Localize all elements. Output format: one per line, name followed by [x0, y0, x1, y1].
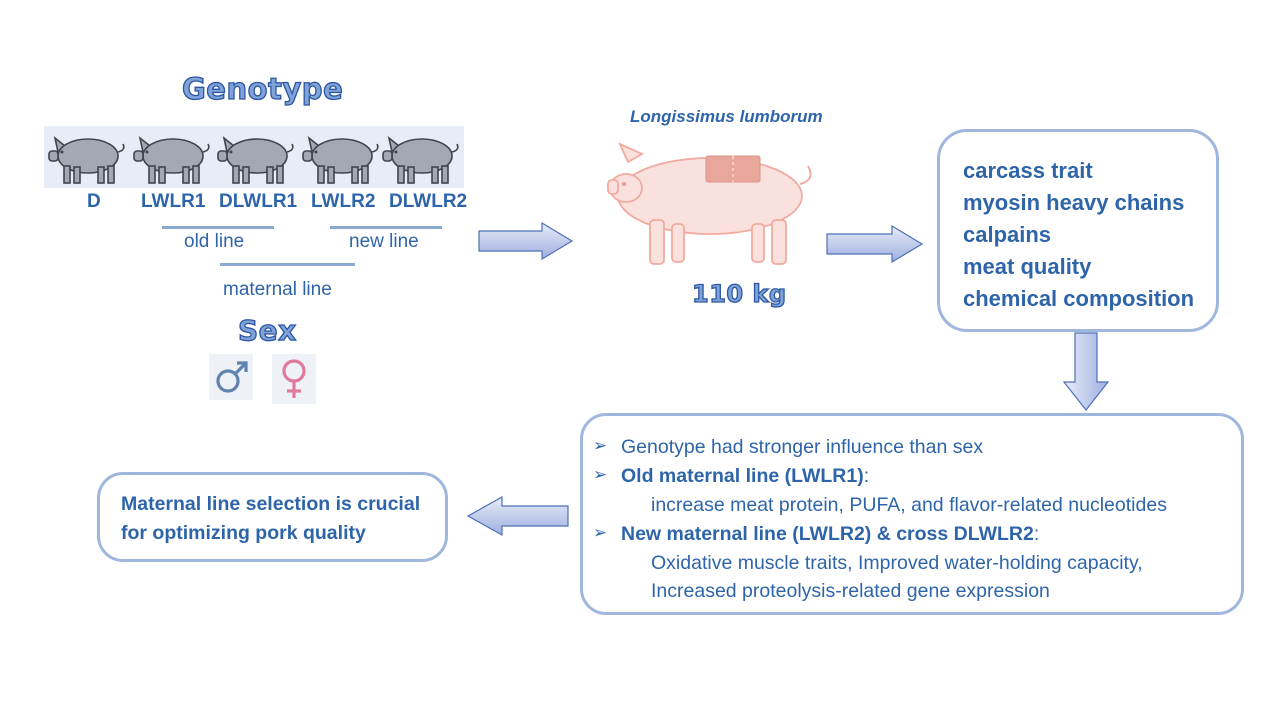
arrow-right-icon	[826, 225, 924, 263]
results-box	[580, 413, 1244, 615]
conclusion-line-1: Maternal line selection is crucial	[121, 493, 421, 515]
genotype-label-lwlr2: LWLR2	[311, 191, 376, 212]
new-line-label: new line	[349, 231, 419, 252]
new-line-bracket	[330, 226, 442, 229]
male-symbol-icon	[209, 354, 253, 400]
result-bullet-3-head: New maternal line (LWLR2) & cross DLWLR2	[621, 523, 1034, 545]
pig-carcass-icon	[607, 142, 812, 265]
bullet-arrow-icon: ➢	[593, 436, 608, 455]
result-bullet-2: Old maternal line (LWLR1):	[621, 465, 869, 488]
trait-item: carcass trait	[963, 158, 1093, 183]
trait-item: myosin heavy chains	[963, 190, 1185, 215]
arrow-down-icon	[1062, 332, 1110, 411]
muscle-label: Longissimus lumborum	[630, 107, 823, 126]
pig-icon-lwlr1	[133, 135, 210, 184]
result-bullet-2-colon: :	[863, 465, 870, 487]
weight-label: 110 kg	[691, 279, 787, 308]
genotype-label-d: D	[87, 191, 101, 212]
sex-title: Sex	[237, 313, 297, 347]
pig-icon-lwlr2	[302, 135, 379, 184]
maternal-line-label: maternal line	[223, 279, 332, 300]
result-bullet-3-detail-2: Increased proteolysis-related gene expre…	[651, 580, 1050, 602]
conclusion-line-2: for optimizing pork quality	[121, 522, 366, 544]
arrow-right-icon	[478, 222, 574, 260]
genotype-title: Genotype	[181, 71, 344, 106]
bullet-arrow-icon: ➢	[593, 523, 608, 542]
result-bullet-1: Genotype had stronger influence than sex	[621, 436, 984, 458]
arrow-left-icon	[466, 496, 569, 536]
trait-item: chemical composition	[963, 286, 1195, 311]
result-bullet-2-head: Old maternal line (LWLR1)	[621, 465, 864, 487]
trait-item: calpains	[963, 222, 1052, 247]
old-line-label: old line	[184, 231, 245, 252]
genotype-label-dlwlr2: DLWLR2	[389, 191, 468, 212]
pig-icon-dlwlr1	[217, 135, 294, 184]
conclusion-box	[97, 472, 448, 562]
trait-item: meat quality	[963, 254, 1092, 279]
maternal-line-bracket	[220, 263, 355, 266]
bullet-arrow-icon: ➢	[593, 465, 608, 484]
female-symbol-icon	[272, 354, 316, 404]
pig-icon-dlwlr2	[382, 135, 459, 184]
old-line-bracket	[162, 226, 274, 229]
traits-box	[937, 129, 1219, 332]
genotype-label-lwlr1: LWLR1	[141, 191, 206, 212]
result-bullet-3-colon: :	[1033, 523, 1040, 545]
pig-icon-d	[48, 135, 125, 184]
genotype-label-dlwlr1: DLWLR1	[219, 191, 298, 212]
result-bullet-3: New maternal line (LWLR2) & cross DLWLR2…	[621, 523, 1039, 546]
result-bullet-2-detail: increase meat protein, PUFA, and flavor-…	[651, 494, 1167, 516]
result-bullet-3-detail-1: Oxidative muscle traits, Improved water-…	[651, 552, 1143, 574]
